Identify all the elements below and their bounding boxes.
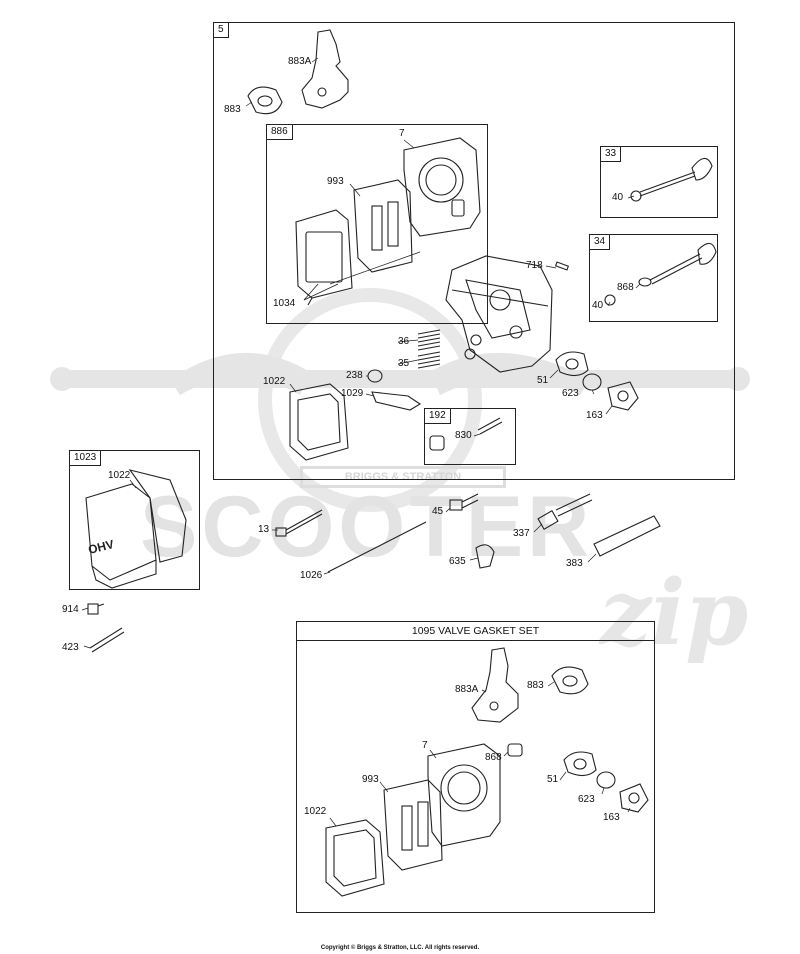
part-883a-bracket — [301, 29, 349, 109]
label-914: 914 — [62, 604, 79, 615]
label-868: 868 — [617, 282, 634, 293]
part-34-valve — [604, 242, 717, 306]
part-35-spring — [417, 351, 441, 369]
rocker-stud-tag: 192 — [424, 408, 451, 424]
part-cylinder-head — [445, 255, 553, 373]
part-914-bolt — [87, 603, 105, 615]
part-gs-7-head-gasket — [427, 743, 501, 847]
part-383-tube — [593, 515, 661, 557]
part-gs-993-gasket — [383, 779, 443, 871]
part-gs-883a-bracket — [471, 647, 519, 723]
part-163-gasket — [607, 381, 639, 411]
part-1026-pushrod — [327, 521, 427, 573]
watermark-badge: BRIGGS & STRATTON — [300, 466, 506, 488]
label-gs-868: 868 — [485, 752, 502, 763]
label-993: 993 — [327, 176, 344, 187]
label-36: 36 — [398, 336, 410, 347]
valve-gasket-set-box: 1095 VALVE GASKET SET — [296, 621, 655, 913]
label-13: 13 — [258, 524, 270, 535]
part-gs-883-gasket — [551, 666, 589, 695]
part-gs-163-gasket — [619, 783, 649, 813]
label-1023-1022: 1022 — [108, 470, 131, 481]
head-gasket-set-box: 886 — [266, 124, 488, 324]
label-337: 337 — [513, 528, 530, 539]
part-valve-cover — [85, 469, 187, 589]
part-1022-gasket — [289, 383, 349, 461]
main-box: 5 — [213, 22, 735, 480]
label-163: 163 — [586, 410, 603, 421]
label-1026: 1026 — [300, 570, 323, 581]
label-718: 718 — [526, 260, 543, 271]
intake-valve-tag: 34 — [589, 234, 611, 250]
exhaust-valve-tag: 33 — [600, 146, 622, 162]
part-337-spark-plug — [537, 493, 593, 530]
copyright-notice: Copyright © Briggs & Stratton, LLC. All … — [320, 945, 480, 951]
valve-cover-assy-tag: 1023 — [69, 450, 102, 466]
part-33-valve — [630, 157, 713, 202]
label-1034: 1034 — [273, 298, 296, 309]
valve-cover-assy-box: 1023 — [69, 450, 200, 590]
intake-valve-box: 34 — [589, 234, 718, 322]
label-1022: 1022 — [263, 376, 286, 387]
part-423-stud — [89, 627, 125, 653]
label-423: 423 — [62, 642, 79, 653]
label-623: 623 — [562, 388, 579, 399]
part-45-stud — [449, 493, 479, 511]
label-238: 238 — [346, 370, 363, 381]
main-box-tag: 5 — [213, 22, 229, 38]
label-gs-163: 163 — [603, 812, 620, 823]
label-gs-883: 883 — [527, 680, 544, 691]
part-1034-plate — [295, 209, 353, 306]
label-383: 383 — [566, 558, 583, 569]
part-993-gasket — [353, 179, 413, 273]
label-35: 35 — [398, 358, 410, 369]
part-gs-868-seal — [507, 743, 523, 757]
label-34-40: 40 — [592, 300, 604, 311]
part-238-washer — [367, 369, 383, 383]
label-830: 830 — [455, 430, 472, 441]
part-51-gasket — [555, 351, 589, 377]
exhaust-valve-box: 33 — [600, 146, 718, 218]
part-13-bolt — [275, 509, 323, 537]
part-623-ring — [582, 373, 602, 391]
label-51: 51 — [537, 375, 549, 386]
rocker-stud-box: 192 — [424, 408, 516, 465]
label-883a: 883A — [288, 56, 312, 67]
label-gs-623: 623 — [578, 794, 595, 805]
label-gs-51: 51 — [547, 774, 559, 785]
part-gs-1022-gasket — [325, 819, 385, 897]
part-1029-rocker — [371, 391, 422, 411]
label-635: 635 — [449, 556, 466, 567]
part-830-stud — [429, 417, 503, 451]
part-635-fitting — [475, 544, 495, 569]
watermark-script: zip — [600, 560, 749, 666]
part-718-pin — [554, 261, 570, 271]
label-45: 45 — [432, 506, 444, 517]
part-7-head-gasket — [403, 137, 481, 237]
label-gs-993: 993 — [362, 774, 379, 785]
label-gs-1022: 1022 — [304, 806, 327, 817]
part-883-gasket — [247, 86, 283, 115]
label-1029: 1029 — [341, 388, 364, 399]
label-7: 7 — [399, 128, 405, 139]
part-gs-51-gasket — [563, 751, 597, 777]
label-883: 883 — [224, 104, 241, 115]
head-gasket-set-tag: 886 — [266, 124, 293, 140]
part-gs-623-ring — [596, 771, 616, 789]
label-gs-7: 7 — [422, 740, 428, 751]
valve-gasket-set-title: 1095 VALVE GASKET SET — [297, 622, 654, 641]
label-33-40: 40 — [612, 192, 624, 203]
watermark-brand: SCOOTER — [140, 479, 594, 575]
part-36-spring — [417, 329, 441, 351]
label-gs-883a: 883A — [455, 684, 479, 695]
